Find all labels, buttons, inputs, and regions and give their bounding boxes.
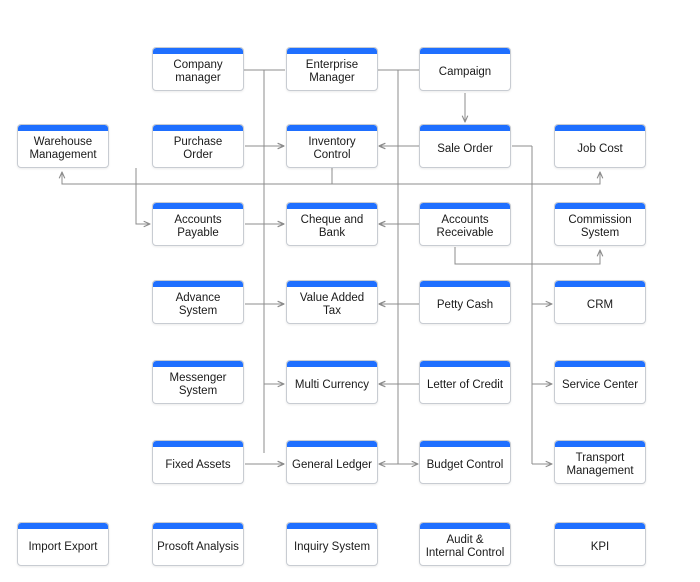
node-accent-bar [420,361,510,367]
node-accent-bar [153,361,243,367]
node-accent-bar [555,203,645,209]
node-accent-bar [153,203,243,209]
node-accent-bar [287,281,377,287]
node-accent-bar [555,281,645,287]
node-label: Accounts Receivable [436,214,494,239]
node-label: Prosoft Analysis [157,540,239,553]
node-warehouse-management[interactable]: Warehouse Management [17,124,109,168]
node-cheque-and-bank[interactable]: Cheque and Bank [286,202,378,246]
node-fixed-assets[interactable]: Fixed Assets [152,440,244,484]
node-label: Transport Management [566,452,634,477]
node-accent-bar [18,125,108,131]
node-inquiry-system[interactable]: Inquiry System [286,522,378,566]
node-label: Inventory Control [308,136,356,161]
node-label: Company manager [173,59,223,84]
node-accent-bar [287,125,377,131]
node-commission-system[interactable]: Commission System [554,202,646,246]
node-label: Purchase Order [173,136,223,161]
node-accent-bar [287,48,377,54]
node-accent-bar [153,48,243,54]
node-label: Commission System [568,214,632,239]
node-prosoft-analysis[interactable]: Prosoft Analysis [152,522,244,566]
node-accent-bar [420,203,510,209]
node-label: Multi Currency [294,378,370,391]
node-accent-bar [287,523,377,529]
node-accent-bar [287,441,377,447]
node-label: Import Export [28,540,98,553]
node-label: Warehouse Management [29,136,97,161]
node-accounts-payable[interactable]: Accounts Payable [152,202,244,246]
node-accent-bar [287,361,377,367]
node-audit-internal-control[interactable]: Audit & Internal Control [419,522,511,566]
node-accent-bar [420,125,510,131]
node-accent-bar [153,523,243,529]
node-label: Letter of Credit [426,378,504,391]
node-messenger-system[interactable]: Messenger System [152,360,244,404]
node-transport-management[interactable]: Transport Management [554,440,646,484]
node-label: CRM [586,298,614,311]
link-po-to-payable [135,168,150,224]
node-service-center[interactable]: Service Center [554,360,646,404]
node-label: Value Added Tax [299,292,365,317]
node-accent-bar [420,281,510,287]
link-receivable-to-commission [454,247,600,265]
node-job-cost[interactable]: Job Cost [554,124,646,168]
node-label: Advance System [175,292,221,317]
node-label: Sale Order [437,142,493,155]
node-label: Fixed Assets [165,458,231,471]
node-accent-bar [555,523,645,529]
node-label: Enterprise Manager [305,59,359,84]
node-budget-control[interactable]: Budget Control [419,440,511,484]
node-label: Petty Cash [436,298,494,311]
node-inventory-control[interactable]: Inventory Control [286,124,378,168]
node-petty-cash[interactable]: Petty Cash [419,280,511,324]
node-label: General Ledger [292,458,372,471]
node-label: Accounts Payable [174,214,222,239]
node-label: Job Cost [577,142,623,155]
node-label: Audit & Internal Control [425,534,505,559]
node-kpi[interactable]: KPI [554,522,646,566]
node-label: Budget Control [426,458,504,471]
node-label: Cheque and Bank [300,214,364,239]
node-accounts-receivable[interactable]: Accounts Receivable [419,202,511,246]
node-multi-currency[interactable]: Multi Currency [286,360,378,404]
node-purchase-order[interactable]: Purchase Order [152,124,244,168]
node-accent-bar [153,125,243,131]
node-accent-bar [420,441,510,447]
node-advance-system[interactable]: Advance System [152,280,244,324]
node-company-manager[interactable]: Company manager [152,47,244,91]
node-value-added-tax[interactable]: Value Added Tax [286,280,378,324]
node-general-ledger[interactable]: General Ledger [286,440,378,484]
node-accent-bar [153,281,243,287]
node-accent-bar [18,523,108,529]
node-enterprise-manager[interactable]: Enterprise Manager [286,47,378,91]
node-label: Messenger System [169,372,227,397]
node-label: Campaign [438,65,492,78]
node-import-export[interactable]: Import Export [17,522,109,566]
node-label: Service Center [561,378,639,391]
node-accent-bar [420,523,510,529]
node-accent-bar [420,48,510,54]
node-accent-bar [287,203,377,209]
node-label: KPI [590,540,610,553]
node-sale-order[interactable]: Sale Order [419,124,511,168]
node-letter-of-credit[interactable]: Letter of Credit [419,360,511,404]
node-accent-bar [153,441,243,447]
node-crm[interactable]: CRM [554,280,646,324]
node-campaign[interactable]: Campaign [419,47,511,91]
link-to-jobcost [332,172,600,185]
link-to-warehouse [62,172,332,185]
node-accent-bar [555,125,645,131]
node-accent-bar [555,361,645,367]
node-accent-bar [555,441,645,447]
node-label: Inquiry System [293,540,371,553]
